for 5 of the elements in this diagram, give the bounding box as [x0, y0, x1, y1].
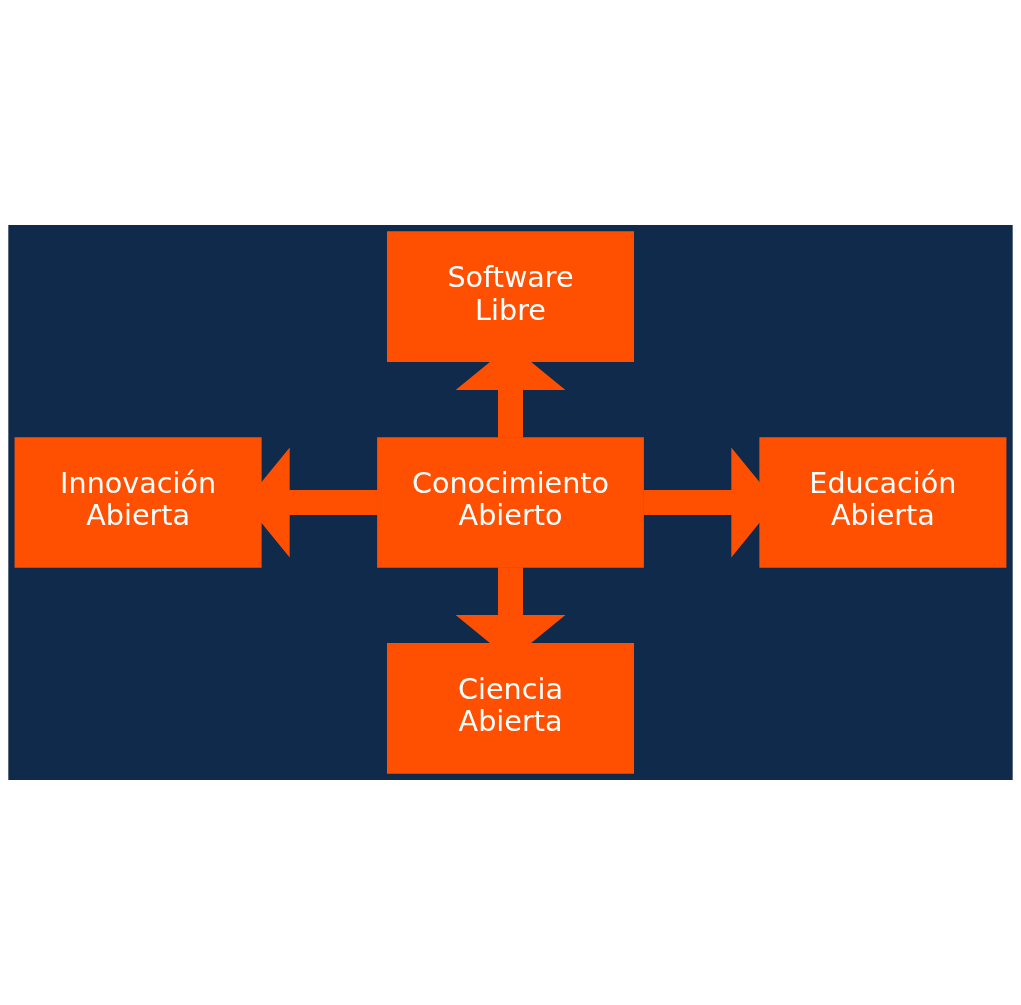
node-box: Software Libre [386, 231, 635, 362]
node-box: Innovación Abierta [14, 437, 262, 568]
node-box: Ciencia Abierta [386, 643, 635, 774]
node-box: Conocimiento Abierto [377, 437, 644, 568]
node-box: Educación Abierta [759, 437, 1007, 568]
